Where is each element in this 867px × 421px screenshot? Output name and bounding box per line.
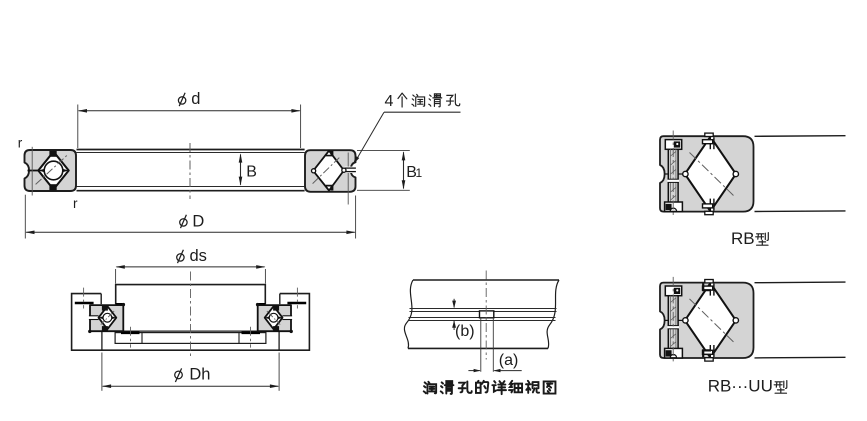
svg-text:RB···UU: RB···UU: [708, 377, 773, 396]
svg-text:B: B: [246, 163, 257, 180]
svg-text:RB: RB: [731, 229, 755, 248]
svg-text:B: B: [406, 164, 417, 181]
svg-text:ds: ds: [190, 247, 207, 265]
svg-text:D: D: [192, 212, 204, 230]
svg-text:Dh: Dh: [189, 365, 210, 383]
svg-text:r: r: [73, 196, 78, 211]
svg-text:4: 4: [385, 93, 394, 110]
svg-text:r: r: [18, 136, 23, 151]
svg-text:d: d: [191, 90, 200, 108]
svg-text:(a): (a): [499, 352, 519, 369]
svg-text:(b): (b): [455, 323, 475, 340]
svg-text:1: 1: [416, 166, 423, 180]
